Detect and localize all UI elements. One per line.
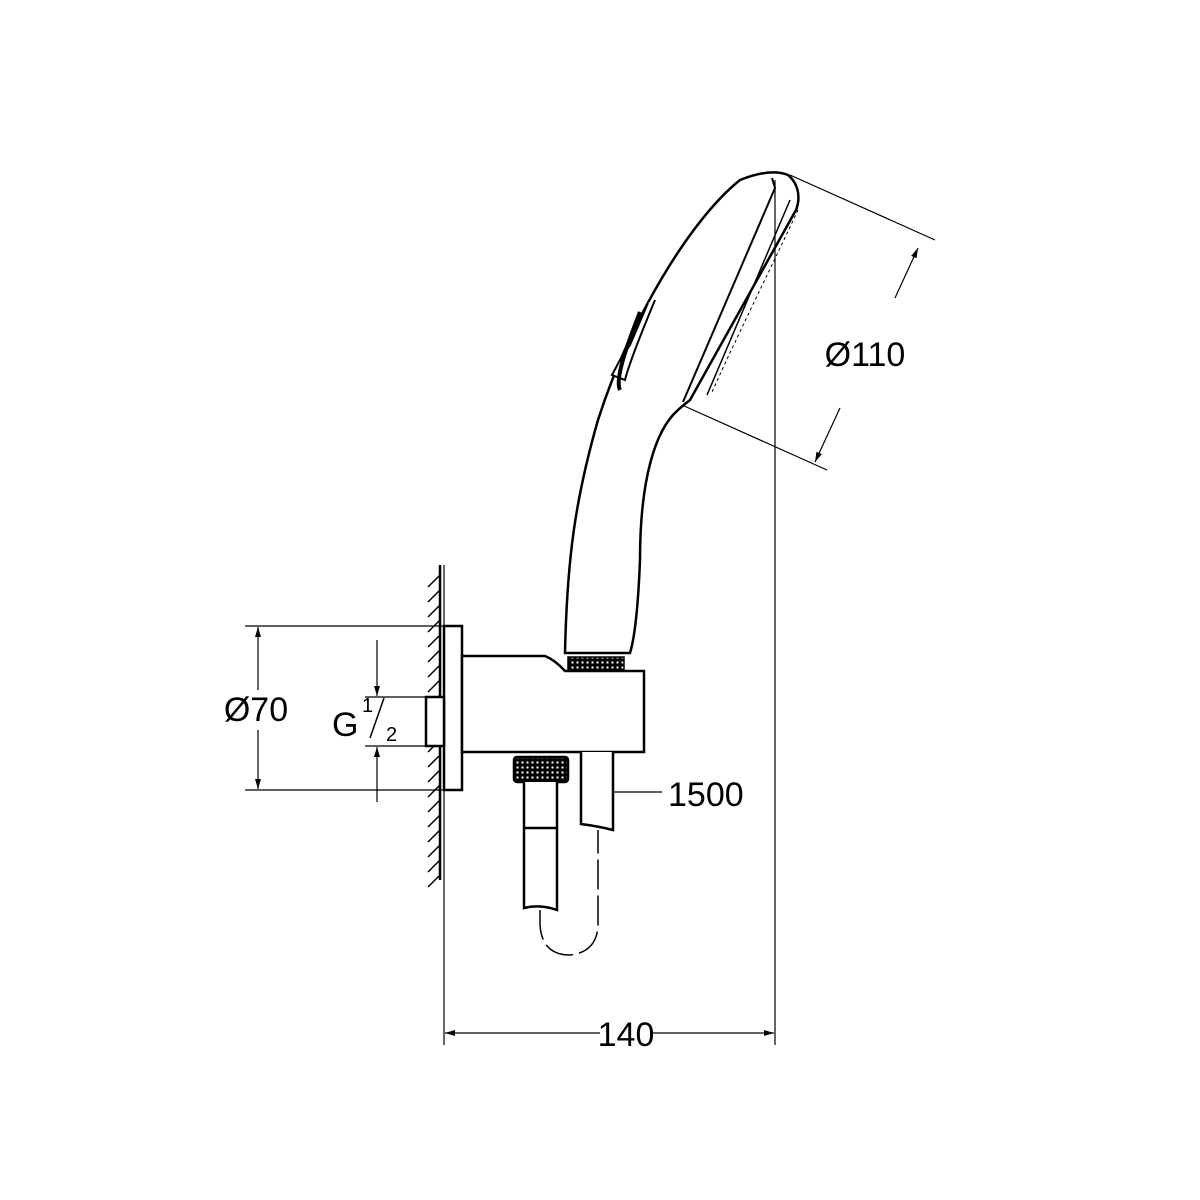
wall: [427, 565, 445, 1045]
hatch-line: [427, 574, 441, 588]
hose: [512, 752, 615, 956]
hatch-line: [427, 844, 441, 858]
hatch-line: [427, 769, 441, 783]
handle-knurl: [567, 656, 625, 672]
flange: [442, 624, 464, 792]
hatch-line: [427, 604, 441, 618]
hatch-line: [427, 829, 441, 843]
dimension-lines: [245, 174, 936, 1045]
bracket-body: [460, 654, 646, 754]
thread-nipple: [424, 695, 446, 748]
hatch-line: [427, 814, 441, 828]
thread-letter-label: G: [332, 706, 358, 744]
head-diameter-label: Ø110: [825, 336, 906, 374]
hatch-line: [427, 649, 441, 663]
thread-denominator-label: 2: [386, 724, 397, 746]
hose-length-label: 1500: [668, 776, 744, 814]
hatch-line: [427, 859, 441, 873]
hatch-line: [427, 799, 441, 813]
hatch-line: [427, 679, 441, 693]
hatch-line: [427, 754, 441, 768]
hand-shower: [563, 171, 800, 655]
hatch-line: [427, 784, 441, 798]
hose-nut: [512, 755, 570, 784]
flange-diameter-label: Ø70: [224, 691, 288, 729]
hatch-line: [427, 664, 441, 678]
hatch-line: [427, 634, 441, 648]
projection-label: 140: [598, 1016, 655, 1054]
hatch-line: [427, 589, 441, 603]
thread-numerator-label: 1: [362, 695, 373, 717]
wall-bracket: [424, 624, 646, 792]
fraction-slash: [369, 697, 385, 739]
hatch-line: [427, 874, 441, 888]
